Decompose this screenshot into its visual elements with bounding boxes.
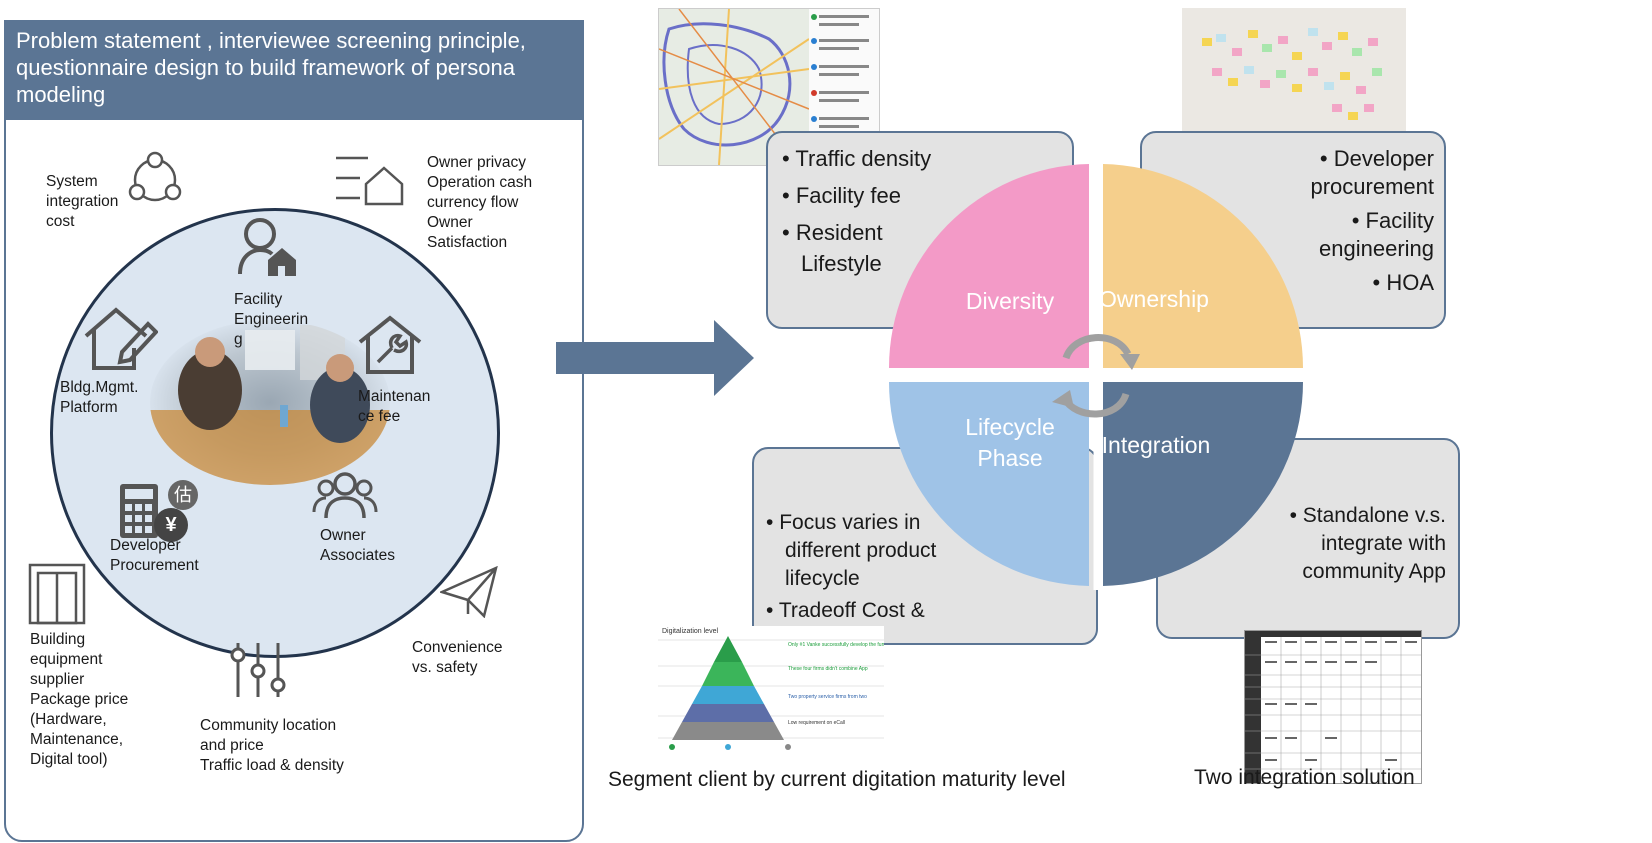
person-home-icon [238,216,298,283]
integration-caption: Two integration solution [1194,766,1415,789]
system-integration-label: System integration cost [46,173,119,230]
diversity-label: Diversity [965,288,1055,314]
diversity-quadrant [889,164,1089,368]
svg-text:These four firms didn't combin: These four firms didn't combine App [788,666,868,672]
segment-caption: Segment client by current digitation mat… [608,768,1066,791]
house-wrench-icon [356,314,424,381]
integration-quadrant [1103,382,1303,586]
yen-badge: ¥ [154,508,188,542]
quadrant-circle [884,158,1308,597]
flow-arrow [556,320,756,401]
maintenance-fee-label: Maintenan ce fee [358,388,431,425]
owner-privacy-label: Owner privacy Operation cash currency fl… [427,154,533,251]
system-integration-icon [125,148,185,213]
house-edit-icon [82,306,159,377]
building-equipment-label: Building equipment supplier Package pric… [30,631,129,768]
svg-text:Low requirement on eCall: Low requirement on eCall [788,720,845,726]
integration-label: Integration [1101,432,1211,458]
facility-engineering-label: Facility Engineerin g [234,291,309,348]
pyramid-chart-thumbnail: Digitalization level Only #1 Vanke succe… [658,626,884,752]
svg-text:Only #1 Vanke successfully dev: Only #1 Vanke successfully develop the f… [788,642,884,648]
estimate-badge: 估 [168,480,198,510]
paper-plane-icon [438,565,498,623]
convenience-label: Convenience vs. safety [412,639,503,676]
house-list-icon [334,150,404,215]
community-location-label: Community location and price Traffic loa… [200,717,344,774]
ownership-quadrant [1103,164,1303,368]
ownership-label: Ownership [1099,286,1209,312]
developer-procurement-label: Developer Procurement [110,537,199,574]
diversity-bullets: • Traffic density • Facility fee • Resid… [782,146,932,276]
bldg-mgmt-label: Bldg.Mgmt. Platform [60,379,139,416]
left-panel-header: Problem statement , interviewee screenin… [4,20,584,120]
calculator-icon [118,482,200,549]
elevator-icon [28,563,86,630]
sliders-icon [228,641,288,704]
lifecycle-quadrant [889,382,1089,586]
people-group-icon [312,470,378,525]
owner-associates-label: Owner Associates [320,527,395,564]
integration-bullets: • Standalone v.s. integrate with communi… [1289,504,1446,583]
svg-text:Two property service firms fro: Two property service firms from two [788,694,867,700]
ownership-bullets: • Developer procurement • Facility engin… [1310,146,1434,295]
comparison-table-thumbnail [1244,630,1422,784]
lifecycle-label: Lifecycle Phase [965,414,1055,471]
persona-circle [50,208,500,658]
